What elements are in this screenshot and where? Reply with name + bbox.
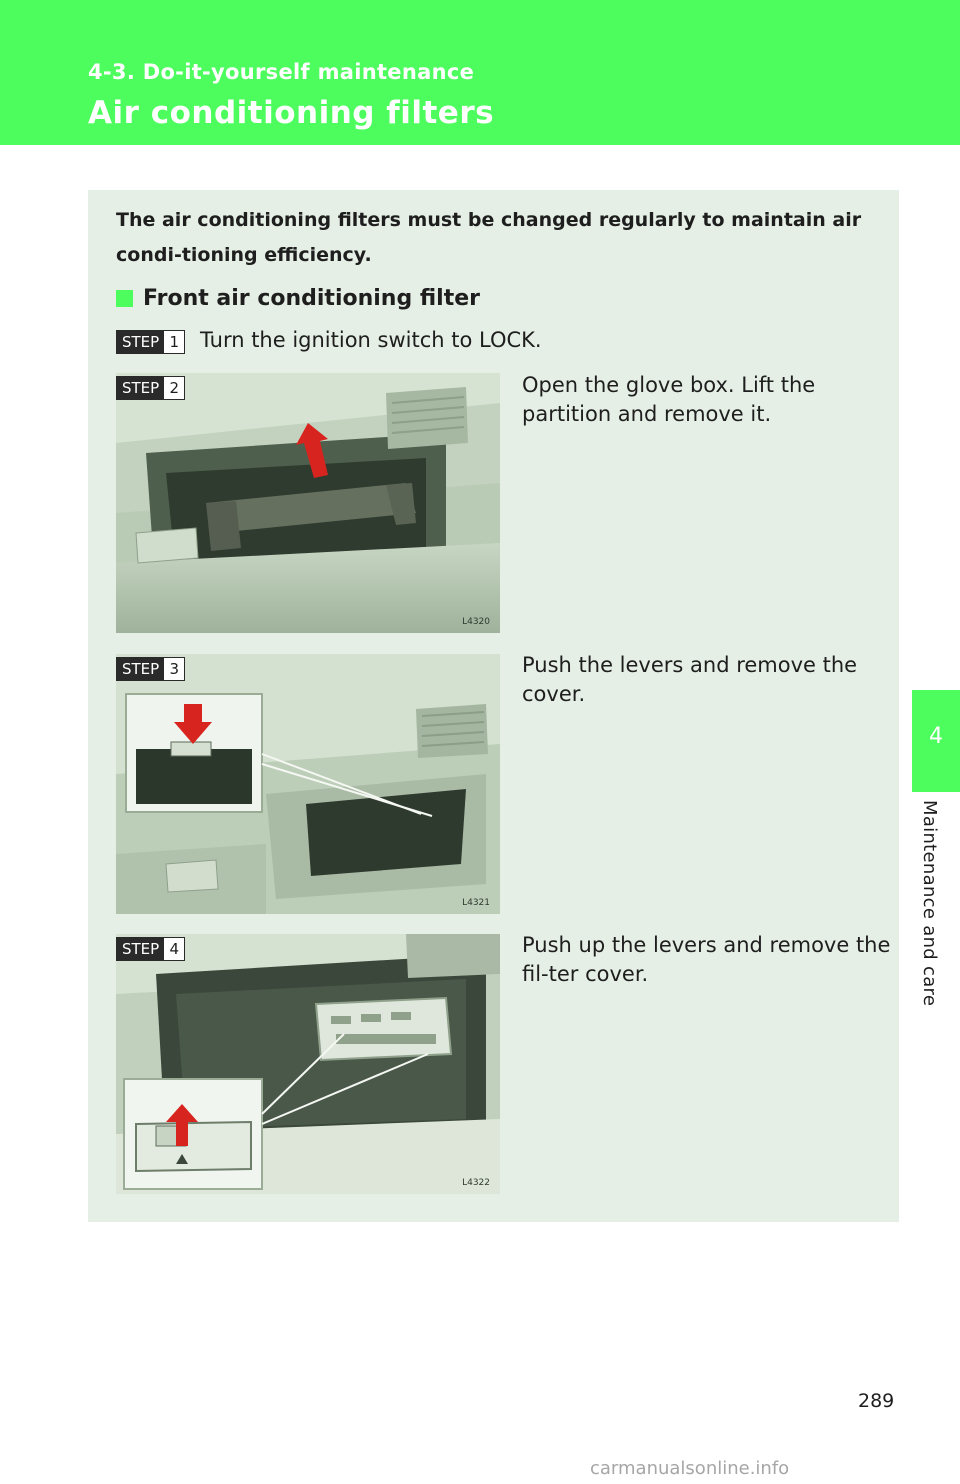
step-badge-3: STEP 3 <box>116 657 186 681</box>
step-word: STEP <box>117 658 165 680</box>
cover-levers-illustration <box>116 654 500 914</box>
step-number: 2 <box>164 377 185 399</box>
red-down-arrow-icon <box>174 704 212 744</box>
subheading: Front air conditioning filter <box>116 286 480 311</box>
step-badge-2: STEP 2 <box>116 376 186 400</box>
figure-step-3: L4321 <box>116 654 500 914</box>
page-number: 289 <box>858 1390 895 1412</box>
step-text-2: Open the glove box. Lift the partition a… <box>522 373 816 426</box>
step-number: 3 <box>164 658 185 680</box>
header-band: 4-3. Do-it-yourself maintenance Air cond… <box>0 0 960 145</box>
glove-box-partition-illustration <box>116 373 500 633</box>
intro-paragraph: The air conditioning filters must be cha… <box>116 209 862 266</box>
chapter-caption: Maintenance and care <box>919 800 940 1007</box>
square-bullet-icon <box>116 290 133 307</box>
chapter-number: 4 <box>929 724 943 749</box>
step-text-4: Push up the levers and remove the fil-te… <box>522 933 891 986</box>
red-up-arrow-icon <box>166 1104 198 1146</box>
step-badge-1: STEP 1 <box>116 330 186 354</box>
watermark-link[interactable]: carmanualsonline.info <box>590 1458 790 1479</box>
step-word: STEP <box>117 331 165 353</box>
figure-step-2: L4320 <box>116 373 500 633</box>
filter-cover-illustration <box>116 934 500 1194</box>
page-title: Air conditioning filters <box>88 95 495 131</box>
figure-code: L4320 <box>462 617 490 627</box>
red-up-arrow-icon <box>296 423 328 478</box>
step-word: STEP <box>117 938 165 960</box>
section-label: 4-3. Do-it-yourself maintenance <box>88 60 475 84</box>
chapter-tab: 4 <box>912 690 960 792</box>
step-text-3: Push the levers and remove the cover. <box>522 653 858 706</box>
figure-step-4: L4322 <box>116 934 500 1194</box>
step-number: 4 <box>164 938 185 960</box>
step-number: 1 <box>164 331 185 353</box>
figure-code: L4322 <box>462 1178 490 1188</box>
step-text-1: Turn the ignition switch to LOCK. <box>200 328 542 352</box>
figure-code: L4321 <box>462 898 490 908</box>
step-badge-4: STEP 4 <box>116 937 186 961</box>
step-word: STEP <box>117 377 165 399</box>
subheading-text: Front air conditioning filter <box>143 286 481 311</box>
